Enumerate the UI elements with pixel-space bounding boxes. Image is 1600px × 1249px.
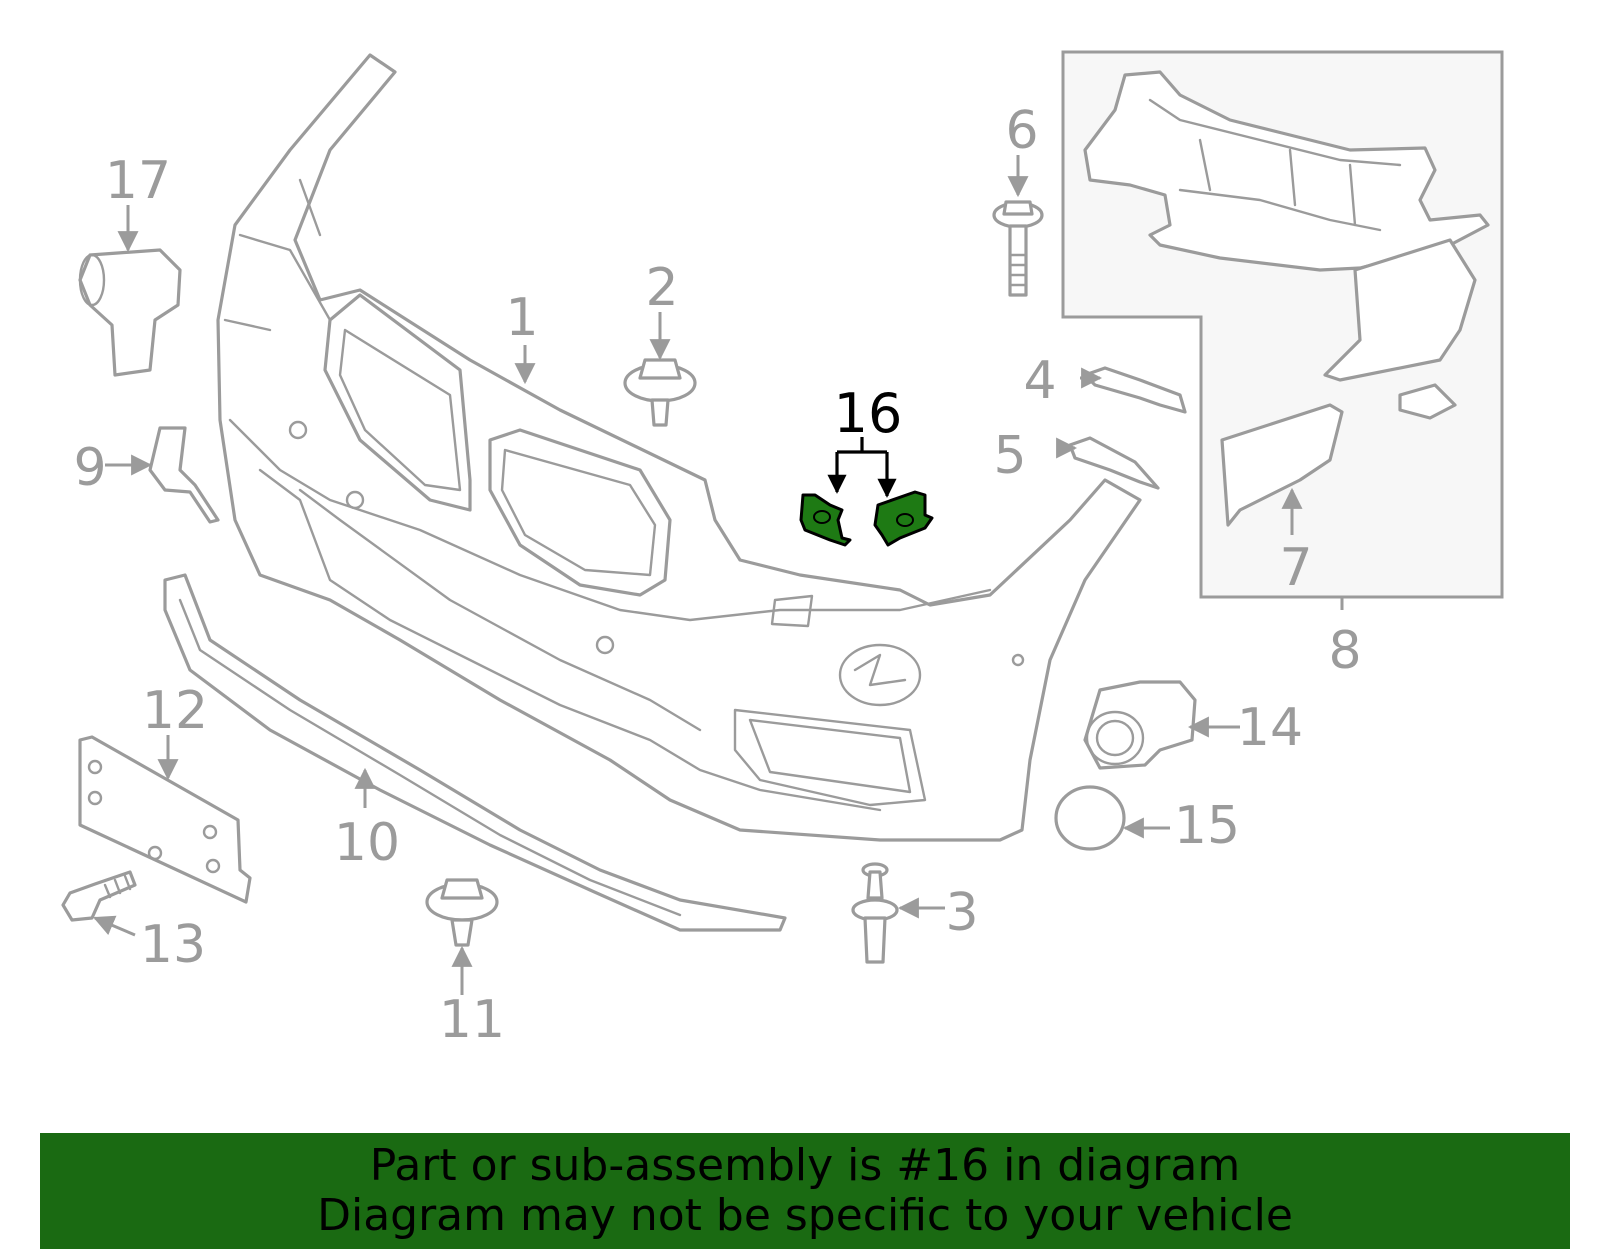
- callout-8: 8: [1328, 621, 1361, 681]
- bracket-5-part: [1068, 436, 1160, 490]
- banner-line-2: Diagram may not be specific to your vehi…: [317, 1190, 1293, 1241]
- callout-11: 11: [439, 990, 505, 1050]
- callout-13: 13: [140, 915, 206, 975]
- callout-16: 16: [834, 382, 903, 445]
- collar-nut-11-part: [425, 878, 499, 947]
- callout-6: 6: [1005, 101, 1038, 161]
- leader-16: [827, 437, 897, 498]
- push-clip-3-part: [851, 862, 899, 964]
- callout-14: 14: [1237, 698, 1303, 758]
- bracket-9-part: [148, 426, 220, 524]
- sensor-holder-14-part: [1083, 680, 1197, 770]
- leader-lines: [93, 155, 1344, 995]
- bolt-13-part: [61, 870, 137, 922]
- callouts: 1 2 3 4 5 6 7 8 9 10 11 12 13 14 15 16 1…: [73, 101, 1361, 1050]
- bumper-cover-part: [216, 53, 1142, 842]
- callout-7: 7: [1279, 538, 1312, 598]
- duct-assembly-box: [1061, 50, 1504, 599]
- info-banner: Part or sub-assembly is #16 in diagram D…: [40, 1133, 1570, 1249]
- license-bracket-part: [78, 735, 252, 904]
- sensor-17-part: [78, 248, 182, 377]
- bolt-6-part: [992, 200, 1044, 297]
- banner-line-1: Part or sub-assembly is #16 in diagram: [369, 1140, 1241, 1191]
- cap-15-part: [1054, 785, 1126, 851]
- lower-spoiler-part: [163, 573, 787, 932]
- highlighted-part-16: [799, 490, 934, 547]
- callout-5: 5: [993, 426, 1026, 486]
- bracket-4-part: [1083, 366, 1187, 414]
- callout-15: 15: [1174, 796, 1240, 856]
- callout-9: 9: [73, 438, 106, 498]
- callout-12: 12: [142, 681, 208, 741]
- callout-4: 4: [1023, 351, 1056, 411]
- callout-3: 3: [945, 883, 978, 943]
- callout-17: 17: [105, 151, 171, 211]
- callout-2: 2: [645, 258, 678, 318]
- collar-bolt-2-part: [623, 358, 697, 427]
- callout-1: 1: [505, 288, 538, 348]
- callout-10: 10: [334, 813, 400, 873]
